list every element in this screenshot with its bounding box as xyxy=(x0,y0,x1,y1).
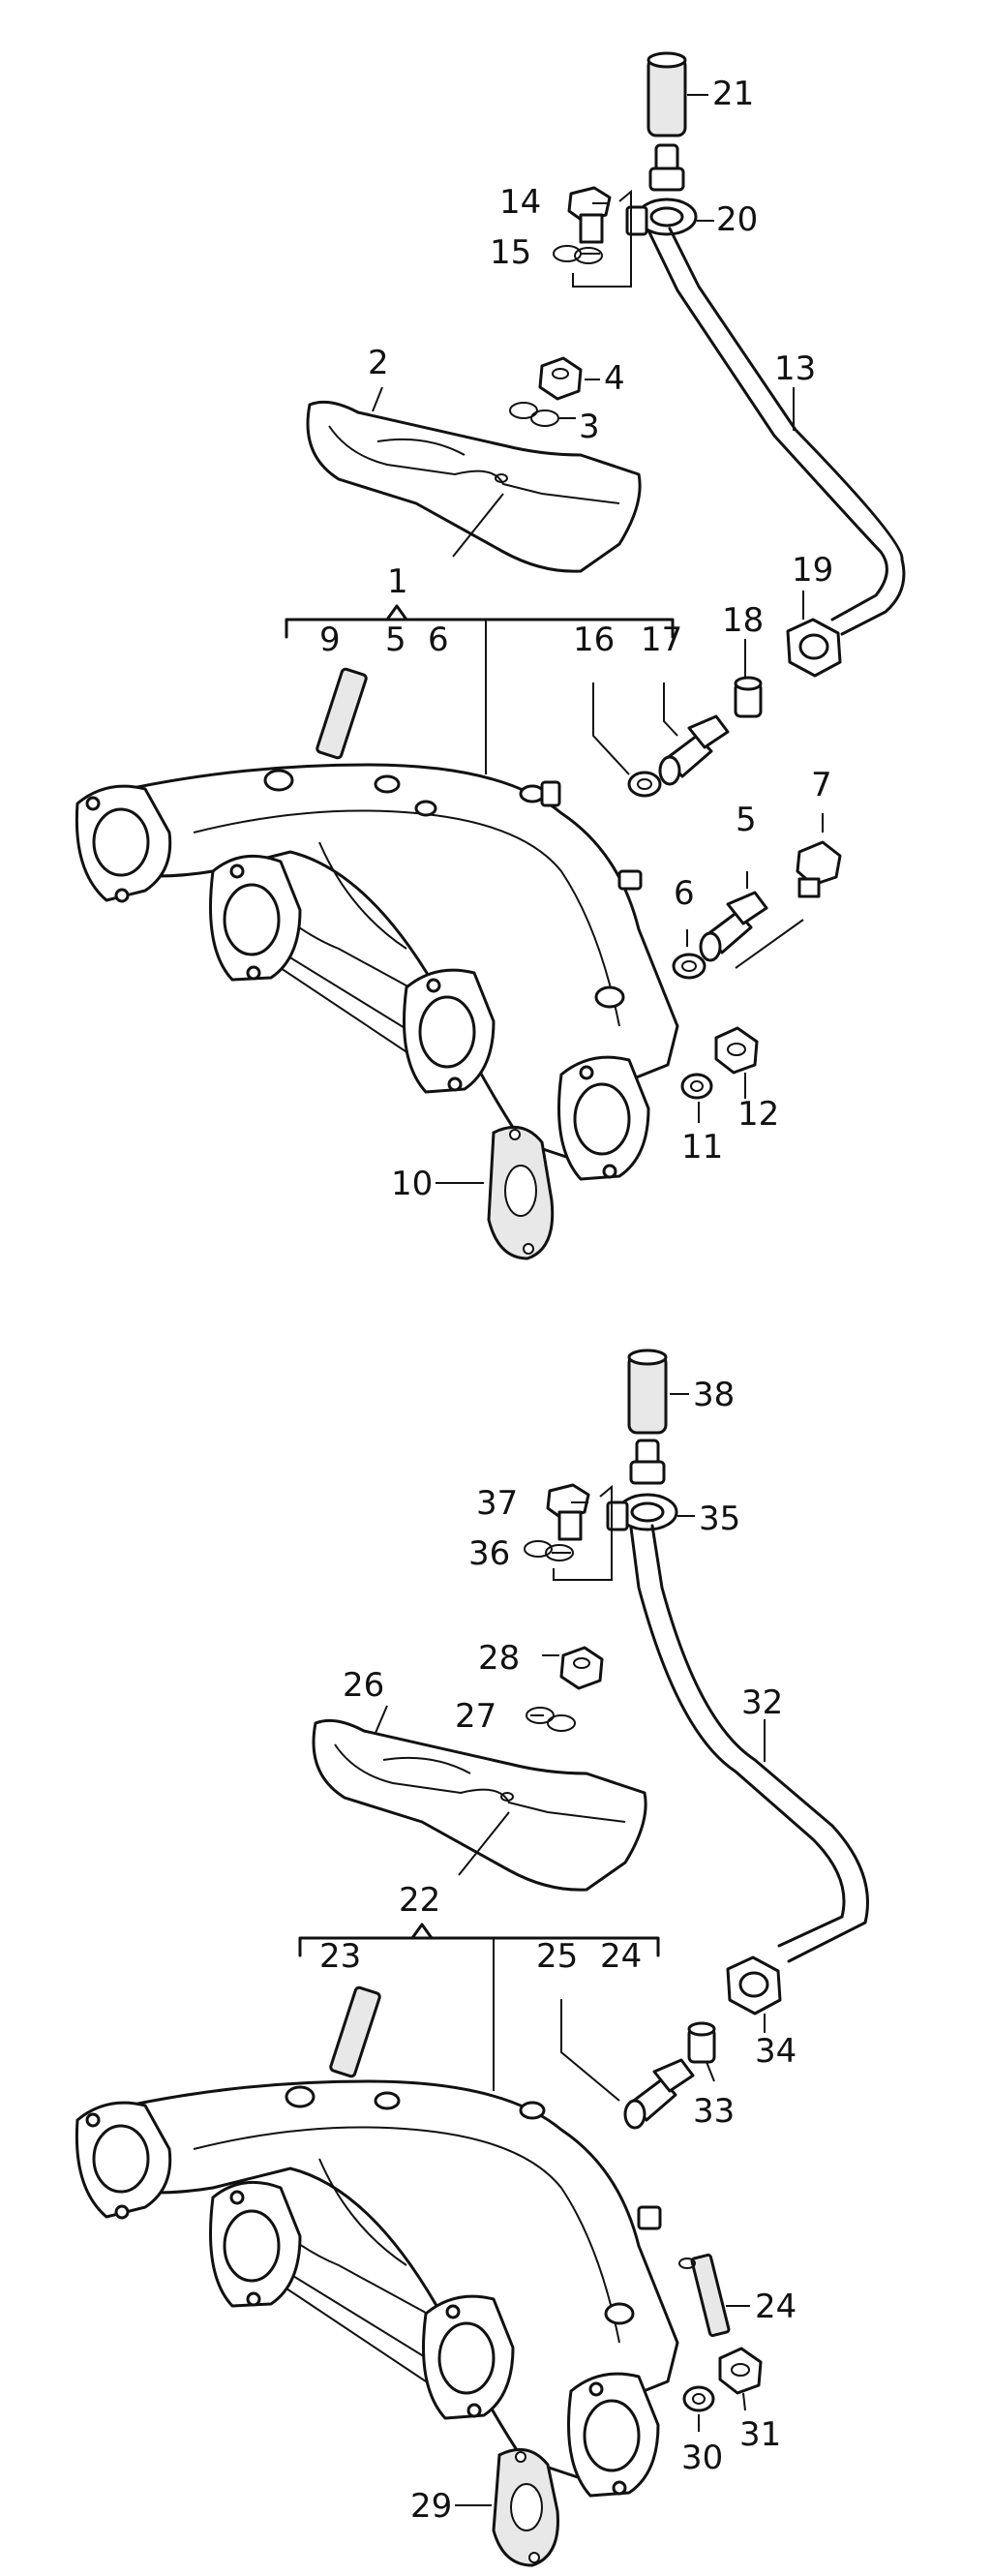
part-7-bolt xyxy=(796,840,842,898)
lower-flange-2 xyxy=(209,2180,302,2308)
callout-24-bracket: 24 xyxy=(600,1937,642,1976)
part-32-pipe xyxy=(629,1524,869,1963)
part-3-washer xyxy=(509,402,559,427)
part-34-nut xyxy=(726,1955,782,2015)
callout-16: 16 xyxy=(573,621,615,659)
callout-18: 18 xyxy=(722,601,764,640)
callout-4: 4 xyxy=(604,359,625,398)
lower-flange-1 xyxy=(75,2101,172,2220)
lower-bracket-outline xyxy=(553,1484,613,1581)
callout-3: 3 xyxy=(579,408,600,446)
part-19-nut xyxy=(786,618,842,678)
callout-20: 20 xyxy=(716,200,758,239)
callout-25: 25 xyxy=(536,1937,578,1976)
flange-1 xyxy=(75,784,172,903)
callout-30: 30 xyxy=(681,2439,723,2477)
callout-2: 2 xyxy=(368,344,389,382)
part-37-bolt xyxy=(546,1483,590,1541)
callout-22: 22 xyxy=(399,1881,440,1920)
part-23-stud xyxy=(329,1985,381,2078)
flange-3 xyxy=(403,968,496,1094)
callout-17: 17 xyxy=(641,621,682,659)
part-28-nut xyxy=(559,1646,604,1690)
part-4-nut xyxy=(538,356,583,401)
callout-9: 9 xyxy=(319,621,341,659)
part-16-washer xyxy=(627,771,662,798)
callout-35: 35 xyxy=(699,1500,740,1538)
callout-32: 32 xyxy=(741,1683,783,1722)
callout-33: 33 xyxy=(693,2092,735,2131)
part-27-washer xyxy=(526,1707,576,1732)
callout-7: 7 xyxy=(811,766,832,804)
callout-10: 10 xyxy=(391,1165,433,1203)
part-35-clamp xyxy=(606,1493,678,1531)
part-31-nut xyxy=(718,2347,763,2395)
callout-12: 12 xyxy=(737,1095,779,1134)
part-6-washer xyxy=(672,953,706,980)
callout-5: 5 xyxy=(736,801,757,839)
callout-6: 6 xyxy=(674,874,695,913)
callout-19: 19 xyxy=(792,551,833,590)
flange-2 xyxy=(209,854,302,982)
lower-assembly: 38 35 37 36 32 26 28 27 22 23 25 24 34 3… xyxy=(75,1349,869,2567)
callout-15: 15 xyxy=(490,233,531,272)
part-20-clamp xyxy=(625,197,698,236)
bolt-7-leader xyxy=(735,919,804,969)
part-2-heat-shield xyxy=(306,400,642,573)
callout-14: 14 xyxy=(499,183,541,222)
callout-1: 1 xyxy=(387,562,408,601)
callout-26: 26 xyxy=(343,1666,384,1705)
pipe-top-fitting xyxy=(648,143,685,192)
callout-27: 27 xyxy=(455,1697,496,1736)
callout-37: 37 xyxy=(476,1484,518,1523)
part-14-bolt xyxy=(567,186,612,244)
callout-11: 11 xyxy=(681,1128,723,1167)
part-30-washer xyxy=(682,2385,715,2412)
callout-31: 31 xyxy=(739,2415,781,2454)
callout-6-bracket: 6 xyxy=(428,621,449,659)
part-9-stud xyxy=(316,667,368,760)
part-25-fitting xyxy=(623,2058,695,2130)
part-33-union xyxy=(687,2021,716,2064)
part-22-manifold xyxy=(75,2079,679,2498)
callout-23: 23 xyxy=(319,1937,361,1976)
part-38-sleeve xyxy=(627,1349,668,1435)
callout-36: 36 xyxy=(468,1534,510,1573)
callout-28: 28 xyxy=(478,1639,520,1678)
bracket-22 xyxy=(298,1923,660,2091)
lower-flange-4 xyxy=(567,2372,660,2498)
part-26-heat-shield xyxy=(312,1718,647,1892)
part-10-gasket xyxy=(487,1125,555,1260)
part-18-union xyxy=(734,676,763,718)
part-11-washer xyxy=(680,1073,713,1100)
callout-29: 29 xyxy=(410,2487,452,2526)
lower-leaders xyxy=(375,1393,766,2506)
part-24-stud xyxy=(678,2253,731,2338)
part-21-sleeve xyxy=(646,51,687,137)
part-36-washer xyxy=(524,1540,574,1561)
bracket-outline xyxy=(572,189,632,288)
callout-24: 24 xyxy=(755,2288,797,2326)
bracket-1 xyxy=(285,604,675,774)
lower-flange-3 xyxy=(422,2294,515,2420)
upper-assembly: 21 20 14 15 13 2 4 3 1 19 18 9 5 6 16 17… xyxy=(75,51,906,1260)
callout-5-bracket: 5 xyxy=(385,621,406,659)
lower-pipe-top-fitting xyxy=(629,1439,666,1485)
upper-leaders xyxy=(372,94,824,1184)
part-1-manifold xyxy=(75,763,679,1181)
callout-21: 21 xyxy=(712,75,754,113)
callout-34: 34 xyxy=(755,2032,797,2071)
callout-38: 38 xyxy=(693,1376,735,1414)
part-29-gasket xyxy=(492,2447,559,2567)
part-12-nut xyxy=(714,1026,759,1075)
part-17-fitting xyxy=(658,714,730,786)
flange-4 xyxy=(557,1055,650,1181)
part-5-fitting xyxy=(699,891,768,962)
part-13-pipe xyxy=(646,227,906,636)
callout-13: 13 xyxy=(774,349,816,388)
